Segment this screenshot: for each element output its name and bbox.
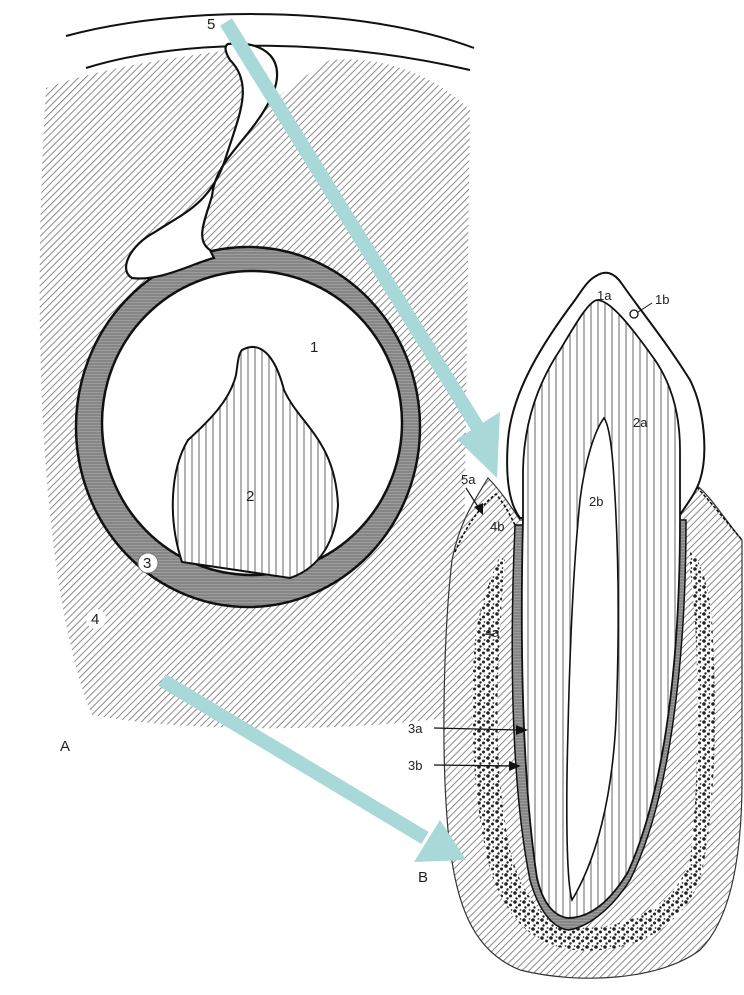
label-3a: 3a xyxy=(408,721,423,736)
label-1a: 1a xyxy=(597,288,612,303)
label-1: 1 xyxy=(310,339,318,356)
label-3b: 3b xyxy=(408,758,422,773)
label-2: 2 xyxy=(246,488,254,505)
label-4a: 4a xyxy=(485,625,500,640)
panel-a: 5 1 2 3 4 A xyxy=(40,14,474,755)
panel-b-letter: B xyxy=(418,869,428,886)
label-4b: 4b xyxy=(490,519,504,534)
label-2a: 2a xyxy=(633,415,648,430)
label-1b: 1b xyxy=(655,292,669,307)
label-5a: 5a xyxy=(461,472,476,487)
label-3: 3 xyxy=(143,555,151,572)
label-2b: 2b xyxy=(589,494,603,509)
oral-surface-line xyxy=(66,14,474,48)
panel-a-letter: A xyxy=(60,738,70,755)
marker-1b xyxy=(630,310,638,318)
label-4: 4 xyxy=(91,611,99,628)
label-5: 5 xyxy=(207,16,215,33)
